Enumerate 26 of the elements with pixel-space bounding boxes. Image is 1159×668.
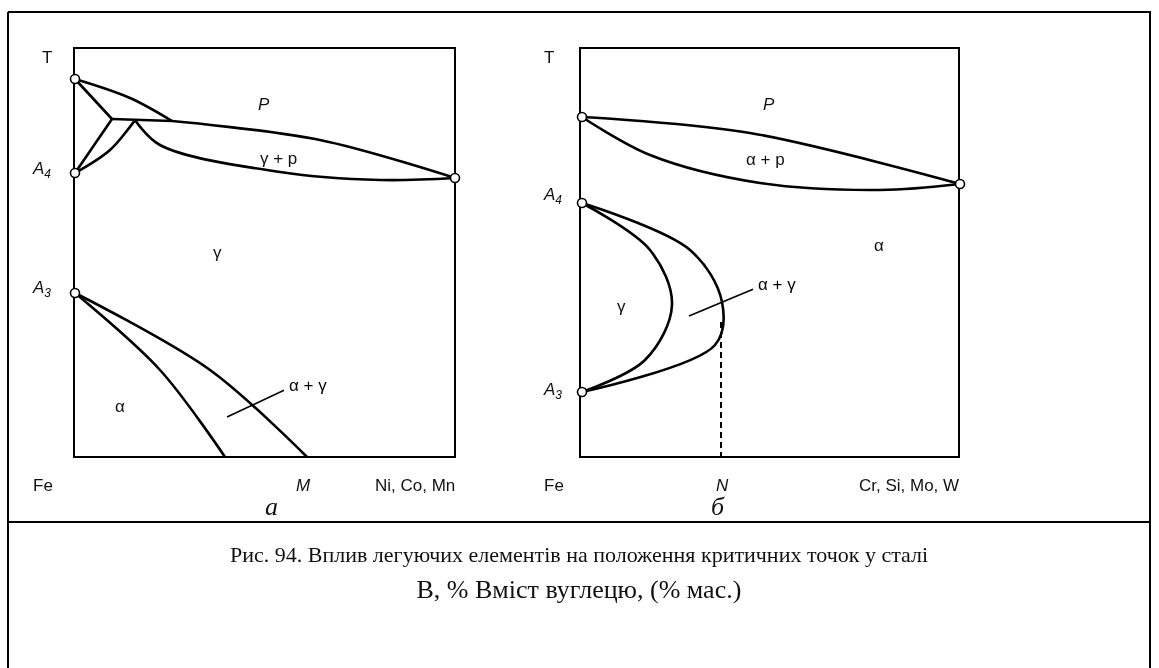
leader-line [226, 389, 285, 418]
caption-text: Рис. 94. Вплив легуючих елементів на положення критичних точок у сталі [230, 544, 929, 566]
axis-label: α [115, 398, 125, 415]
axis-label: A$_{3}$ [544, 381, 562, 402]
axis-label: N [716, 477, 729, 494]
caption-text: В, % Вміст вуглецю, (% мас.) [416, 577, 742, 603]
axis-label: γ [213, 244, 222, 261]
axis-label: M [296, 477, 311, 494]
axis-label: Ni, Co, Mn [375, 477, 456, 494]
axis-label: γ + p [260, 150, 298, 167]
axis-label: γ [617, 298, 626, 315]
axis-label: A$_{4}$ [33, 160, 51, 181]
axis-label: Fe [33, 477, 53, 494]
axis-label: Cr, Si, Mo, W [859, 477, 960, 494]
axis-label: α [874, 237, 884, 254]
axis-label: A$_{3}$ [33, 279, 51, 300]
axis-label: T [544, 49, 555, 66]
panel-letter: а [265, 494, 278, 520]
axis-label: P [763, 96, 775, 113]
axis-label: T [42, 49, 53, 66]
axis-label: Fe [544, 477, 564, 494]
axis-label: α + p [746, 151, 785, 168]
axis-label: P [258, 96, 270, 113]
leader-line [688, 288, 754, 317]
axis-label: A$_{4}$ [544, 186, 562, 207]
panel-letter: б [711, 494, 725, 520]
